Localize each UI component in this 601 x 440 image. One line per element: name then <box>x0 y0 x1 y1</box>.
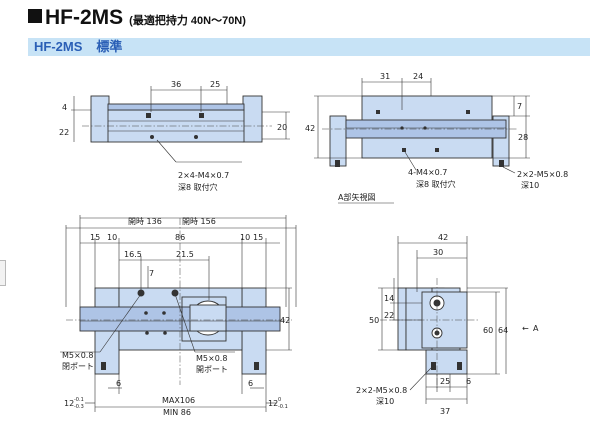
dim-31: 31 <box>380 72 390 81</box>
dim-30: 30 <box>433 248 443 257</box>
dim-10-left: 10 <box>107 233 117 242</box>
top-view: 36 25 4 22 20 2×4-M4×0.7 深8 取付穴 <box>59 80 290 192</box>
dim-64: 64 <box>498 326 508 335</box>
dim-15-right: 15 <box>253 233 263 242</box>
side-note-a1: 4-M4×0.7 <box>408 168 447 177</box>
open-136: 開時 136 <box>128 217 162 226</box>
tol-left-sub: -0.3 <box>74 404 84 410</box>
dim-42-end: 42 <box>438 233 448 242</box>
right-jaw <box>242 95 263 143</box>
port-left-2: 閉ポート <box>62 362 94 371</box>
section-model: HF-2MS <box>34 39 83 54</box>
arrow-a-icon: ← <box>522 324 529 333</box>
side-note-b2: 深10 <box>521 181 539 190</box>
dim-24: 24 <box>413 72 423 81</box>
view-a-caption: A部矢視図 <box>338 192 375 202</box>
dim-10-right: 10 <box>240 233 250 242</box>
dim-20: 20 <box>277 123 287 132</box>
end-note-2: 深10 <box>376 397 394 406</box>
side-note-b1: 2×2-M5×0.8 <box>517 170 568 179</box>
dim-14: 14 <box>384 294 394 303</box>
left-jaw <box>90 95 110 143</box>
dim-16-5: 16.5 <box>124 250 142 259</box>
tol-right: 12 <box>268 399 278 408</box>
dim-min: MIN 86 <box>163 408 191 417</box>
port-right-1: M5×0.8 <box>196 354 227 363</box>
title-model: HF-2MS <box>45 6 124 29</box>
dim-22-end: 22 <box>384 311 394 320</box>
dim-15-left: 15 <box>90 233 100 242</box>
dim-6-left: 6 <box>116 379 121 388</box>
dim-60: 60 <box>483 326 493 335</box>
tol-right-sub: -0.1 <box>278 404 288 410</box>
dim-86: 86 <box>175 233 185 242</box>
title-subtitle: (最適把持力 40N〜70N) <box>129 15 246 27</box>
port-right-2: 開ポート <box>196 365 228 374</box>
dim-25-end: 25 <box>440 377 450 386</box>
arrow-a-label: A <box>533 324 539 333</box>
dim-28: 28 <box>518 133 528 142</box>
dim-7-front: 7 <box>149 269 154 278</box>
tol-left-sup: -0.1 <box>74 397 84 403</box>
dim-25: 25 <box>210 80 220 89</box>
scroll-edge-tab[interactable] <box>0 260 6 286</box>
dim-37: 37 <box>440 407 450 416</box>
top-note-1: 2×4-M4×0.7 <box>178 171 229 180</box>
tol-right-sup: 0 <box>278 397 281 403</box>
end-note-1: 2×2-M5×0.8 <box>356 386 407 395</box>
port-left-1: M5×0.8 <box>62 351 93 360</box>
section-bar: HF-2MS 標準 <box>28 38 590 56</box>
front-view: 開時 136 開時 156 15 10 86 10 15 16.5 21.5 7… <box>60 215 297 417</box>
dim-50: 50 <box>369 316 379 325</box>
page-title: HF-2MS (最適把持力 40N〜70N) <box>28 6 246 30</box>
open-156: 開時 156 <box>182 217 216 226</box>
dim-36: 36 <box>171 80 181 89</box>
dim-22: 22 <box>59 128 69 137</box>
dim-42-front: 42 <box>280 316 290 325</box>
side-view: 31 24 42 7 28 4-M4×0.7 深8 取付穴 2×2-M5×0.8… <box>305 72 568 204</box>
dim-42-side: 42 <box>305 124 315 133</box>
dim-4: 4 <box>62 103 67 112</box>
top-note-2: 深8 取付穴 <box>178 182 218 192</box>
dim-max: MAX106 <box>162 396 195 405</box>
dim-21-5: 21.5 <box>176 250 194 259</box>
dim-7: 7 <box>517 102 522 111</box>
section-type: 標準 <box>96 39 123 54</box>
dim-6-end: 6 <box>466 377 471 386</box>
side-note-a2: 深8 取付穴 <box>416 179 456 189</box>
end-view: 42 30 14 22 50 60 64 ← A 25 6 37 2×2-M5×… <box>356 233 539 416</box>
tol-left: 12 <box>64 399 74 408</box>
title-square-icon <box>28 9 42 23</box>
dim-6-right: 6 <box>248 379 253 388</box>
